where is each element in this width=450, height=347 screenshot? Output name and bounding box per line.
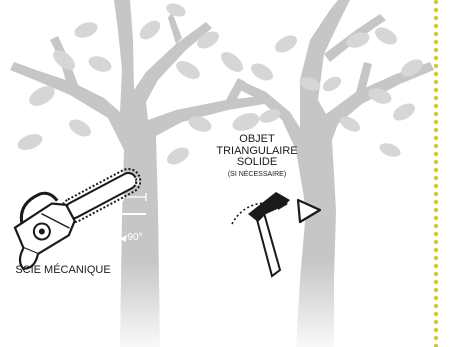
chainsaw-label: SCIE MÉCANIQUE bbox=[8, 265, 118, 277]
wedge-label-line1: OBJET bbox=[212, 134, 302, 146]
wedge-label-note: (SI NÉCESSAIRE) bbox=[212, 171, 302, 178]
wedge-label-line3: SOLIDE bbox=[212, 157, 302, 169]
angle-label: 90° bbox=[120, 233, 150, 244]
depth-fraction-label: 2/3 bbox=[118, 177, 146, 189]
wedge-label: OBJET TRIANGULAIRE SOLIDE (SI NÉCESSAIRE… bbox=[212, 134, 302, 178]
